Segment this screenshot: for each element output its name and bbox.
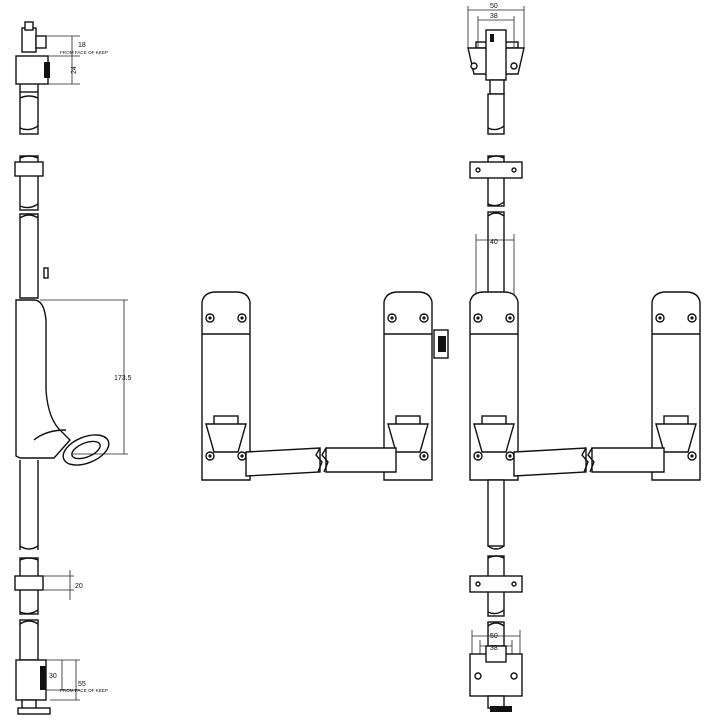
side-view: 18 FROM FACE OF KEEP 24 173.5 20 30 55 F…: [14, 21, 132, 715]
dim-top-keep-outer: 50: [490, 3, 498, 10]
dim-bottom-keep-inner: 38: [490, 645, 498, 652]
dim-rod-spacing: 40: [490, 239, 498, 246]
side-rod-main: [19, 213, 49, 299]
unit-a-left-head: [201, 291, 321, 481]
unit-b-rod-top: [469, 93, 523, 312]
side-guide-upper: [14, 155, 44, 211]
unit-a-right-head: [325, 291, 449, 481]
side-bottom-keep: [15, 619, 51, 715]
unit-b-right-head: [591, 291, 701, 481]
dim-top-keep-height: 24: [71, 66, 78, 74]
unit-b-top-keep: [467, 6, 525, 95]
dim-bottom-guide: 20: [75, 583, 83, 590]
side-rod-top: [19, 91, 39, 135]
unit-b-bottom-keep: [469, 630, 523, 712]
side-dimensions: [40, 35, 128, 701]
dim-top-keep-gap-note: FROM FACE OF KEEP: [60, 50, 108, 55]
unit-b-left-head: [469, 291, 587, 481]
dim-bottom-keep-gap: 55: [78, 681, 86, 688]
dim-top-keep-inner: 38: [490, 13, 498, 20]
unit-b-bar-break: [581, 447, 595, 473]
dim-head-height: 173.5: [114, 375, 132, 382]
dim-bottom-keep-gap-note: FROM FACE OF KEEP: [60, 688, 108, 693]
dim-bottom-keep-height: 30: [49, 673, 57, 680]
side-top-keep: [15, 21, 50, 92]
unit-a-bar-break: [315, 447, 329, 473]
dim-bottom-keep-outer: 50: [490, 633, 498, 640]
dim-top-keep-gap: 18: [78, 42, 86, 49]
side-head: [15, 299, 110, 550]
side-rod-lower: [14, 545, 44, 615]
unit-b-rod-bottom: [469, 479, 523, 647]
